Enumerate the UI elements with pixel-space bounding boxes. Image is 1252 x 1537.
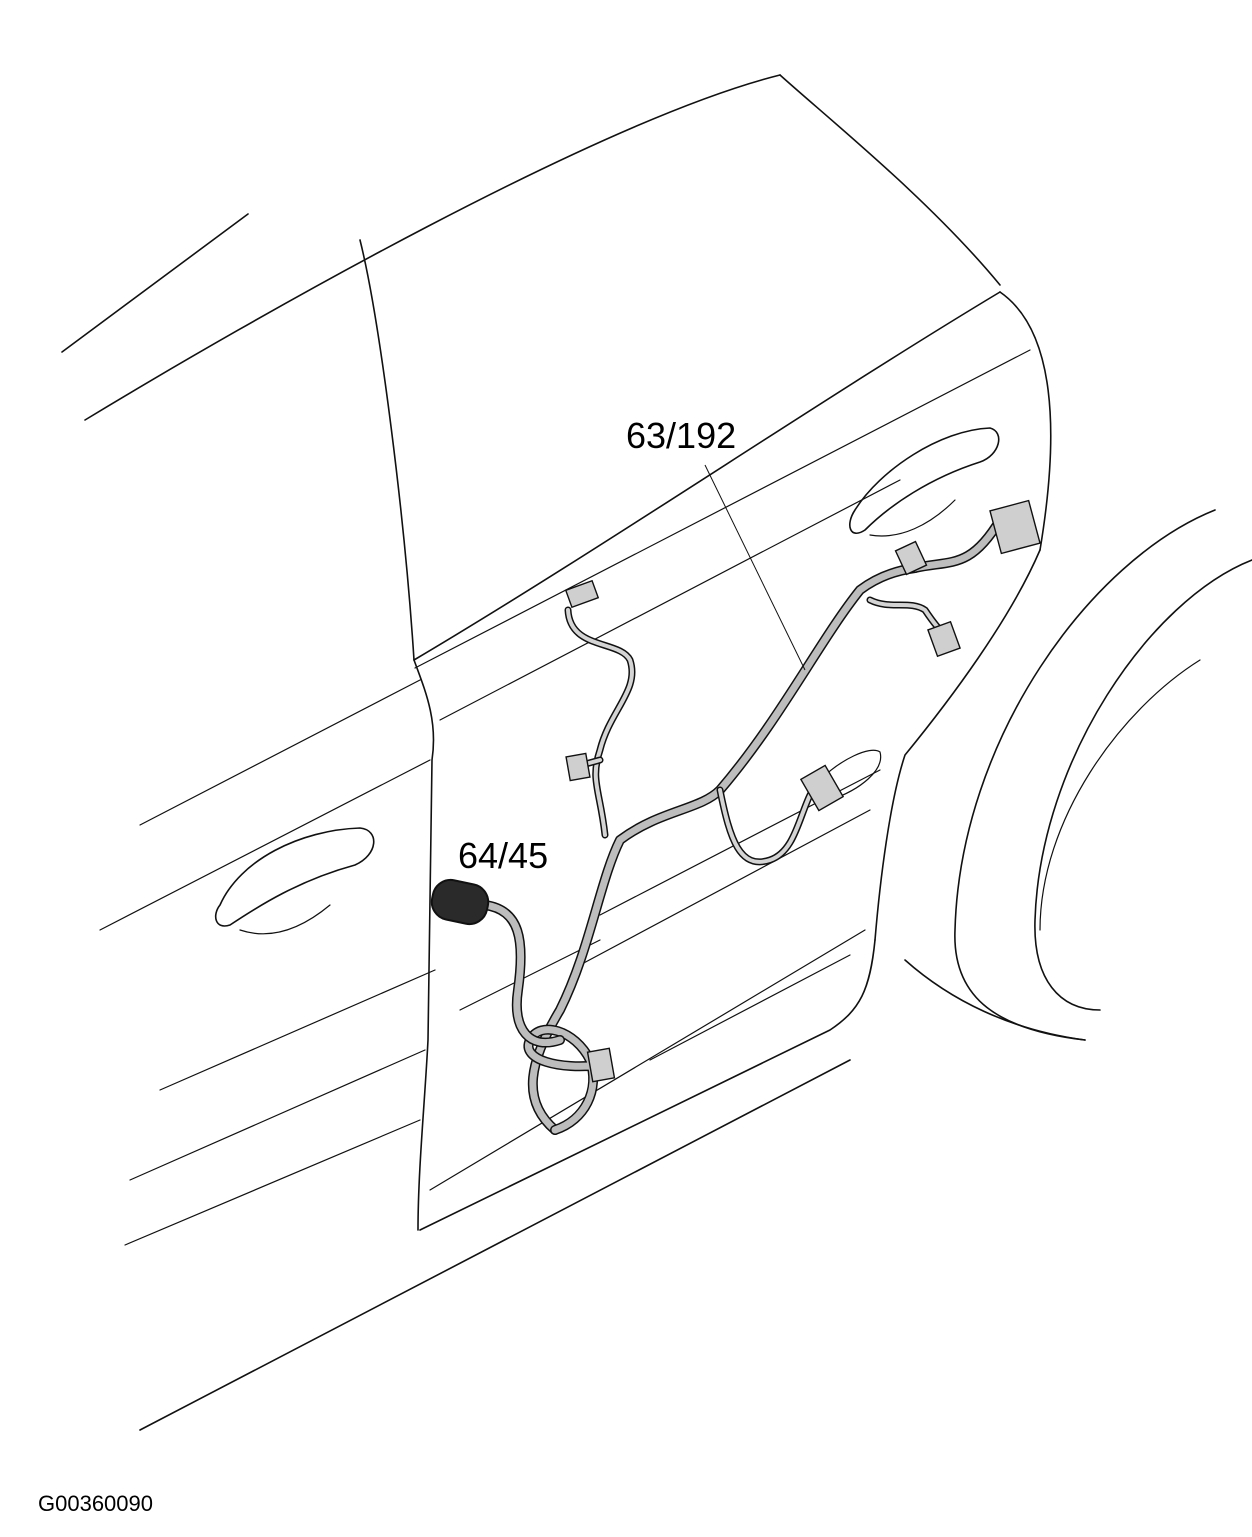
connector-icon — [894, 540, 928, 576]
callout-leader-line — [704, 464, 806, 671]
callout-label-grommet: 64/45 — [458, 835, 549, 876]
connector-icon — [799, 764, 845, 812]
wiring-harness-64-45 — [430, 878, 565, 1048]
figure-id: G00360090 — [38, 1491, 153, 1516]
car-body-outline — [61, 74, 1252, 1431]
connector-icon — [927, 620, 961, 658]
rear-door-handle — [849, 427, 1000, 537]
connector-icon — [586, 1047, 616, 1083]
wiring-harness-63-192 — [523, 515, 1005, 1135]
grommet-icon — [430, 878, 490, 926]
front-door-handle — [214, 827, 375, 935]
harness-connectors — [564, 499, 1041, 1083]
connector-icon — [565, 752, 591, 782]
rear-door-pocket — [819, 749, 882, 801]
connector-icon — [564, 579, 600, 609]
callout-label-main-harness: 63/192 — [626, 415, 737, 456]
connector-icon — [989, 499, 1041, 555]
